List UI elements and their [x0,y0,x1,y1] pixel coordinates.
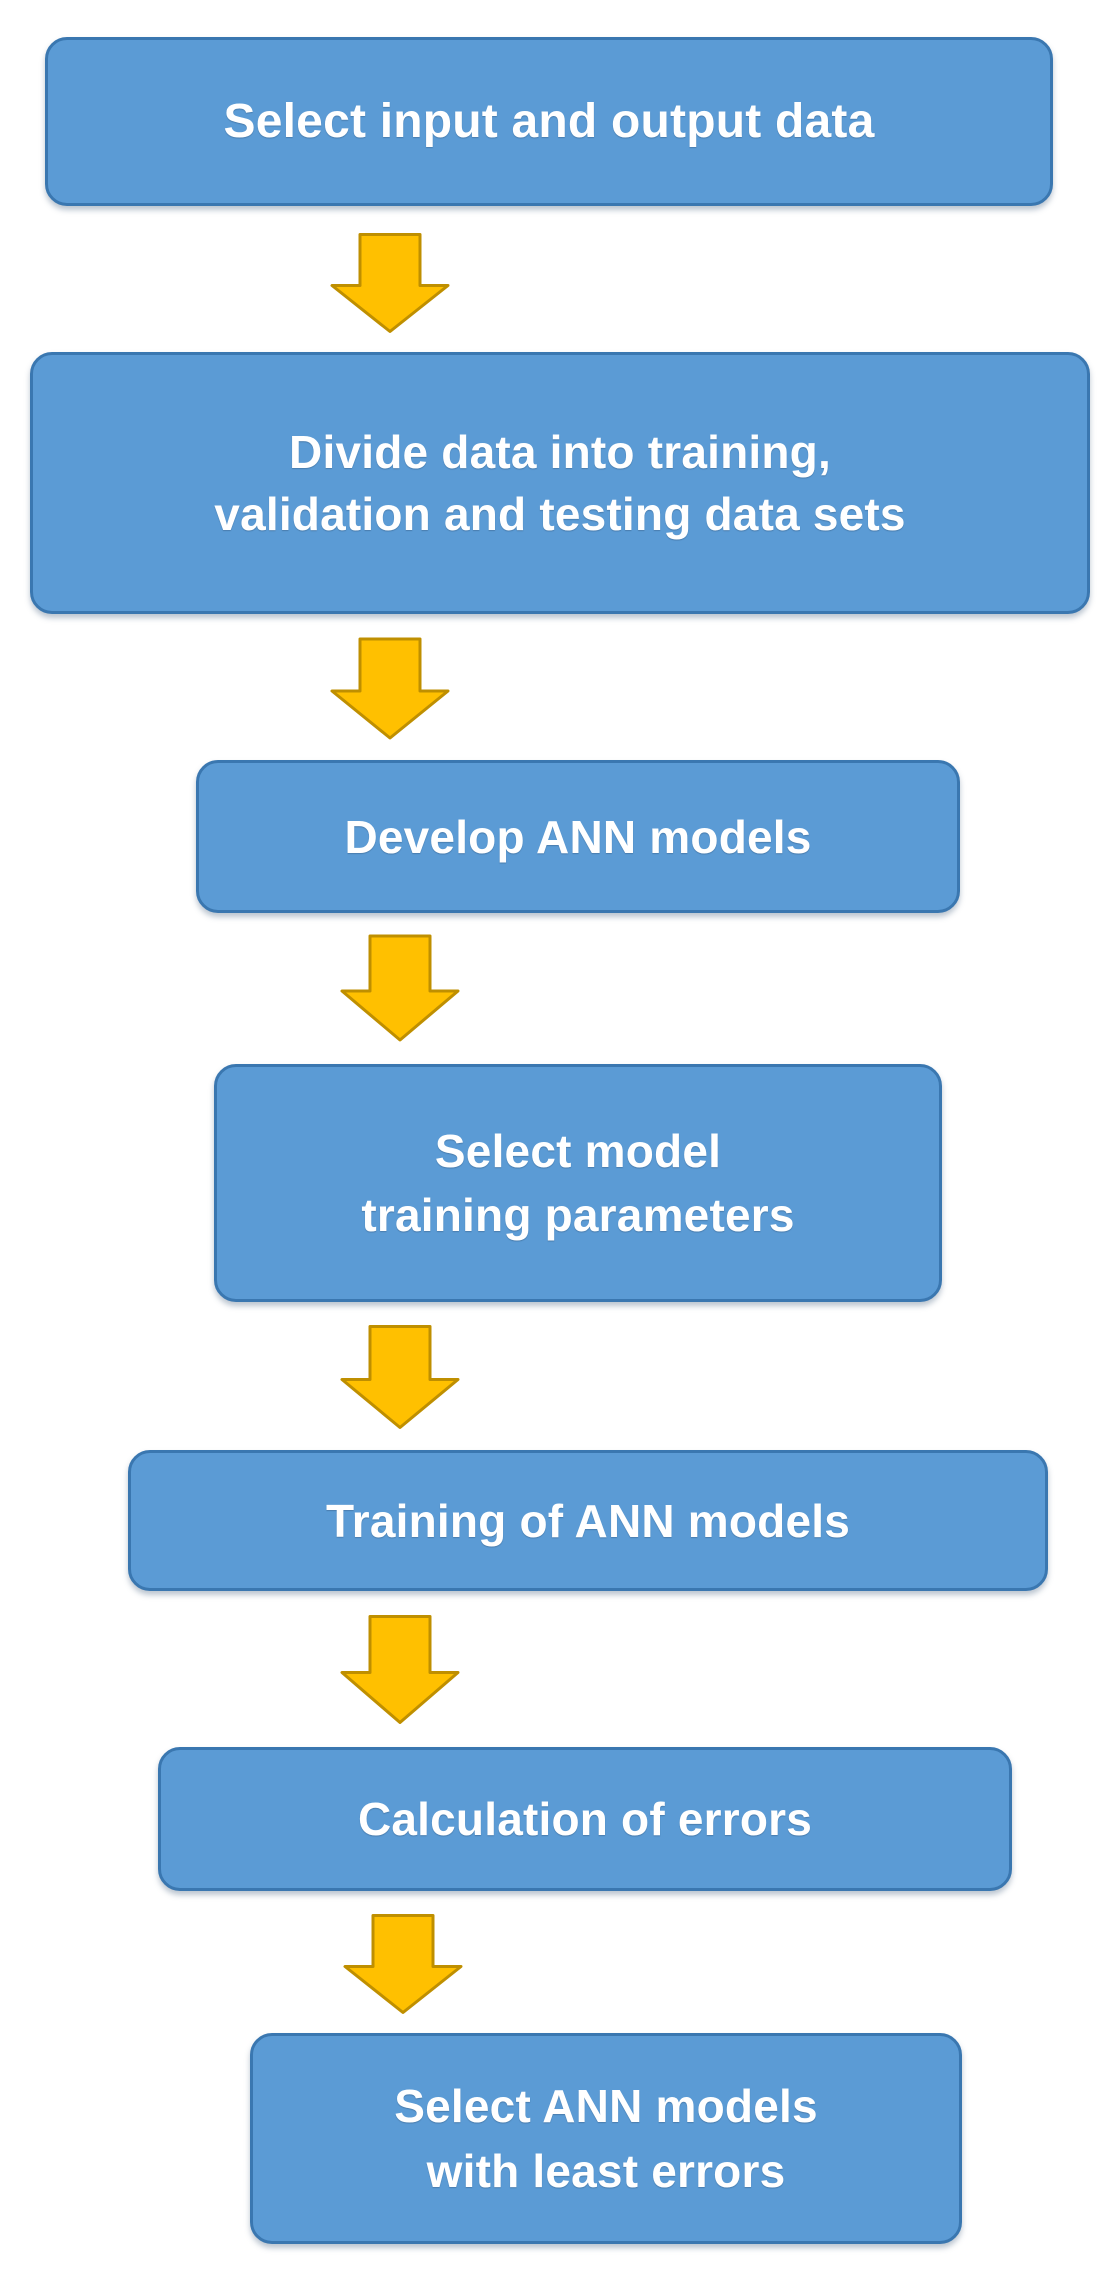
flow-node-divide-data[interactable]: Divide data into training, validation an… [30,352,1090,614]
flow-node-label: Select input and output data [223,94,875,148]
flow-arrow-4 [340,1324,460,1429]
flow-node-label: Develop ANN models [344,810,812,863]
flow-node-select-least-error-models[interactable]: Select ANN models with least errors [250,2033,962,2245]
flow-arrow-6 [343,1913,463,2014]
flow-arrow-1 [330,232,450,333]
flow-arrow-2 [330,637,450,740]
flow-node-select-input-output-data[interactable]: Select input and output data [45,36,1053,206]
flow-node-label: Divide data into training, validation an… [214,425,906,540]
flow-arrow-5 [340,1614,460,1724]
flow-node-select-training-parameters[interactable]: Select model training parameters [214,1064,942,1303]
flow-node-label: Calculation of errors [357,1792,813,1845]
flow-node-calculation-of-errors[interactable]: Calculation of errors [158,1746,1012,1891]
flow-node-label: Training of ANN models [325,1494,851,1547]
flow-node-label: Select ANN models with least errors [394,2080,818,2197]
flow-node-training-of-ann-models[interactable]: Training of ANN models [128,1450,1048,1592]
flow-node-label: Select model training parameters [361,1124,795,1242]
flow-arrow-3 [340,934,460,1042]
flow-node-develop-ann-models[interactable]: Develop ANN models [196,760,960,914]
